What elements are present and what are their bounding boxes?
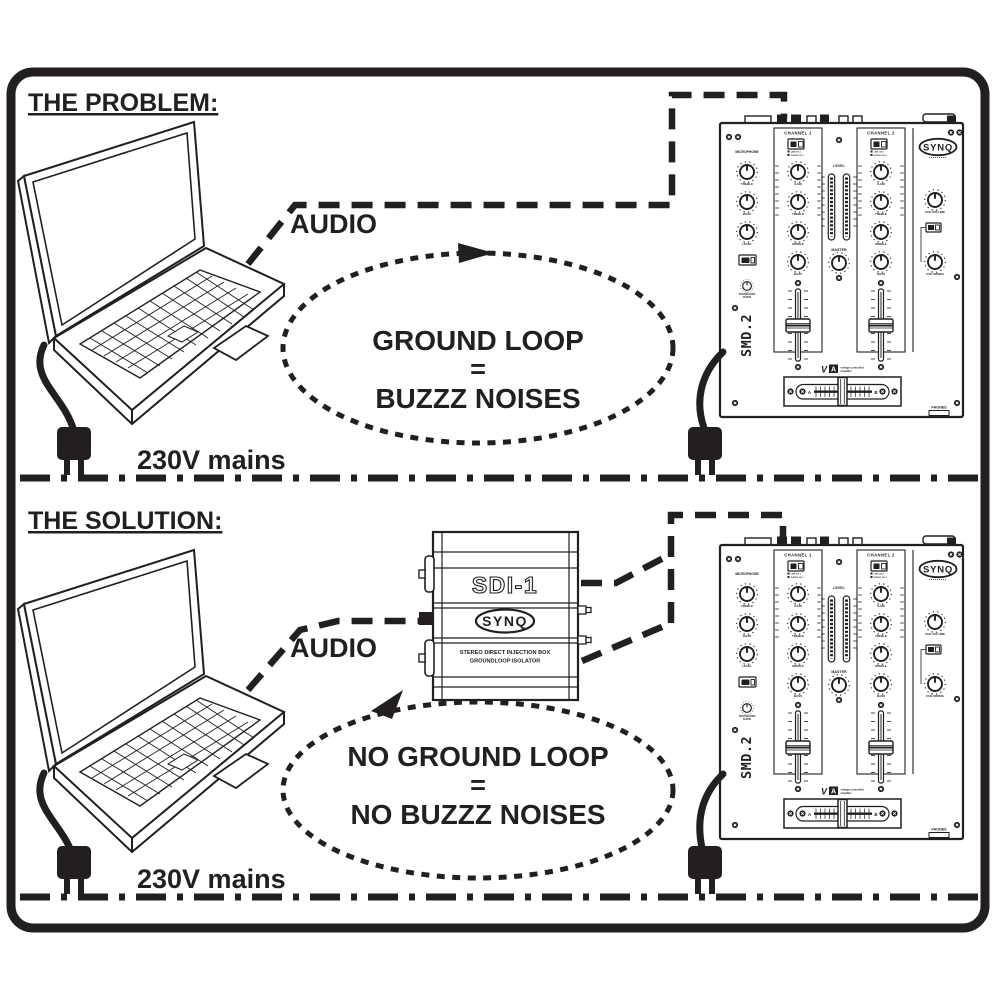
sdi-brand-logo: SYNQ: [474, 608, 536, 634]
problem-loop-line2: =: [470, 354, 486, 384]
outer-frame: [6, 67, 990, 933]
problem-laptop-power-cord: [36, 341, 77, 432]
problem-mixer-plug: [688, 427, 722, 475]
sdi-box: SDI-1 SYNQ STEREO DIRECT INJECTION BOX G…: [418, 530, 592, 702]
problem-audio-label: AUDIO: [290, 209, 377, 239]
problem-title: THE PROBLEM:: [28, 89, 218, 117]
sdi-model-label: SDI-1: [472, 572, 538, 598]
sdi-bands: [433, 551, 578, 688]
solution-loop-line1: NO GROUND LOOP: [347, 741, 608, 772]
solution-mixer-plug: [688, 846, 722, 894]
solution-loop-line3: NO BUZZZ NOISES: [350, 799, 605, 830]
problem-laptop-plug: [57, 427, 91, 475]
sdi-description-line2: GROUNDLOOP ISOLATOR: [470, 659, 541, 665]
solution-laptop-power-cord: [36, 769, 77, 860]
solution-section: THE SOLUTION: AUDIO: [17, 507, 981, 901]
sdi-description-line1: STEREO DIRECT INJECTION BOX: [460, 650, 551, 656]
solution-mixer: [720, 536, 963, 839]
solution-audio-label: AUDIO: [290, 633, 377, 663]
solution-laptop-plug: [57, 846, 91, 894]
solution-audio-cable-in: [245, 617, 421, 693]
solution-mains-label: 230V mains: [137, 864, 286, 894]
solution-title: THE SOLUTION:: [28, 507, 222, 535]
problem-loop-arrow-icon: [458, 243, 494, 263]
problem-mixer-power-cord: [696, 348, 727, 432]
solution-audio-cable-to-mixer: [667, 511, 787, 623]
solution-audio-cable-out-top: [581, 551, 673, 587]
sdi-body: [431, 530, 580, 702]
problem-section: THE PROBLEM: AUDIO GROUND LOOP = BUZZZ N…: [17, 89, 981, 482]
problem-laptop: [17, 121, 285, 425]
solution-laptop: [17, 549, 285, 853]
sdi-input-connectors: [418, 555, 435, 677]
problem-audio-cable: [245, 91, 788, 267]
solution-loop-ellipse: [280, 699, 676, 881]
solution-loop-arrow-icon: [371, 690, 403, 719]
solution-loop-line2: =: [470, 770, 486, 800]
svg-text:SYNQ: SYNQ: [482, 613, 528, 629]
problem-mains-label: 230V mains: [137, 445, 286, 475]
solution-audio-cable-out-bottom: [580, 620, 673, 664]
sdi-output-connectors: [577, 605, 592, 645]
problem-mixer: [720, 114, 963, 417]
problem-loop-line1: GROUND LOOP: [372, 325, 584, 356]
problem-loop-line3: BUZZZ NOISES: [375, 383, 580, 414]
